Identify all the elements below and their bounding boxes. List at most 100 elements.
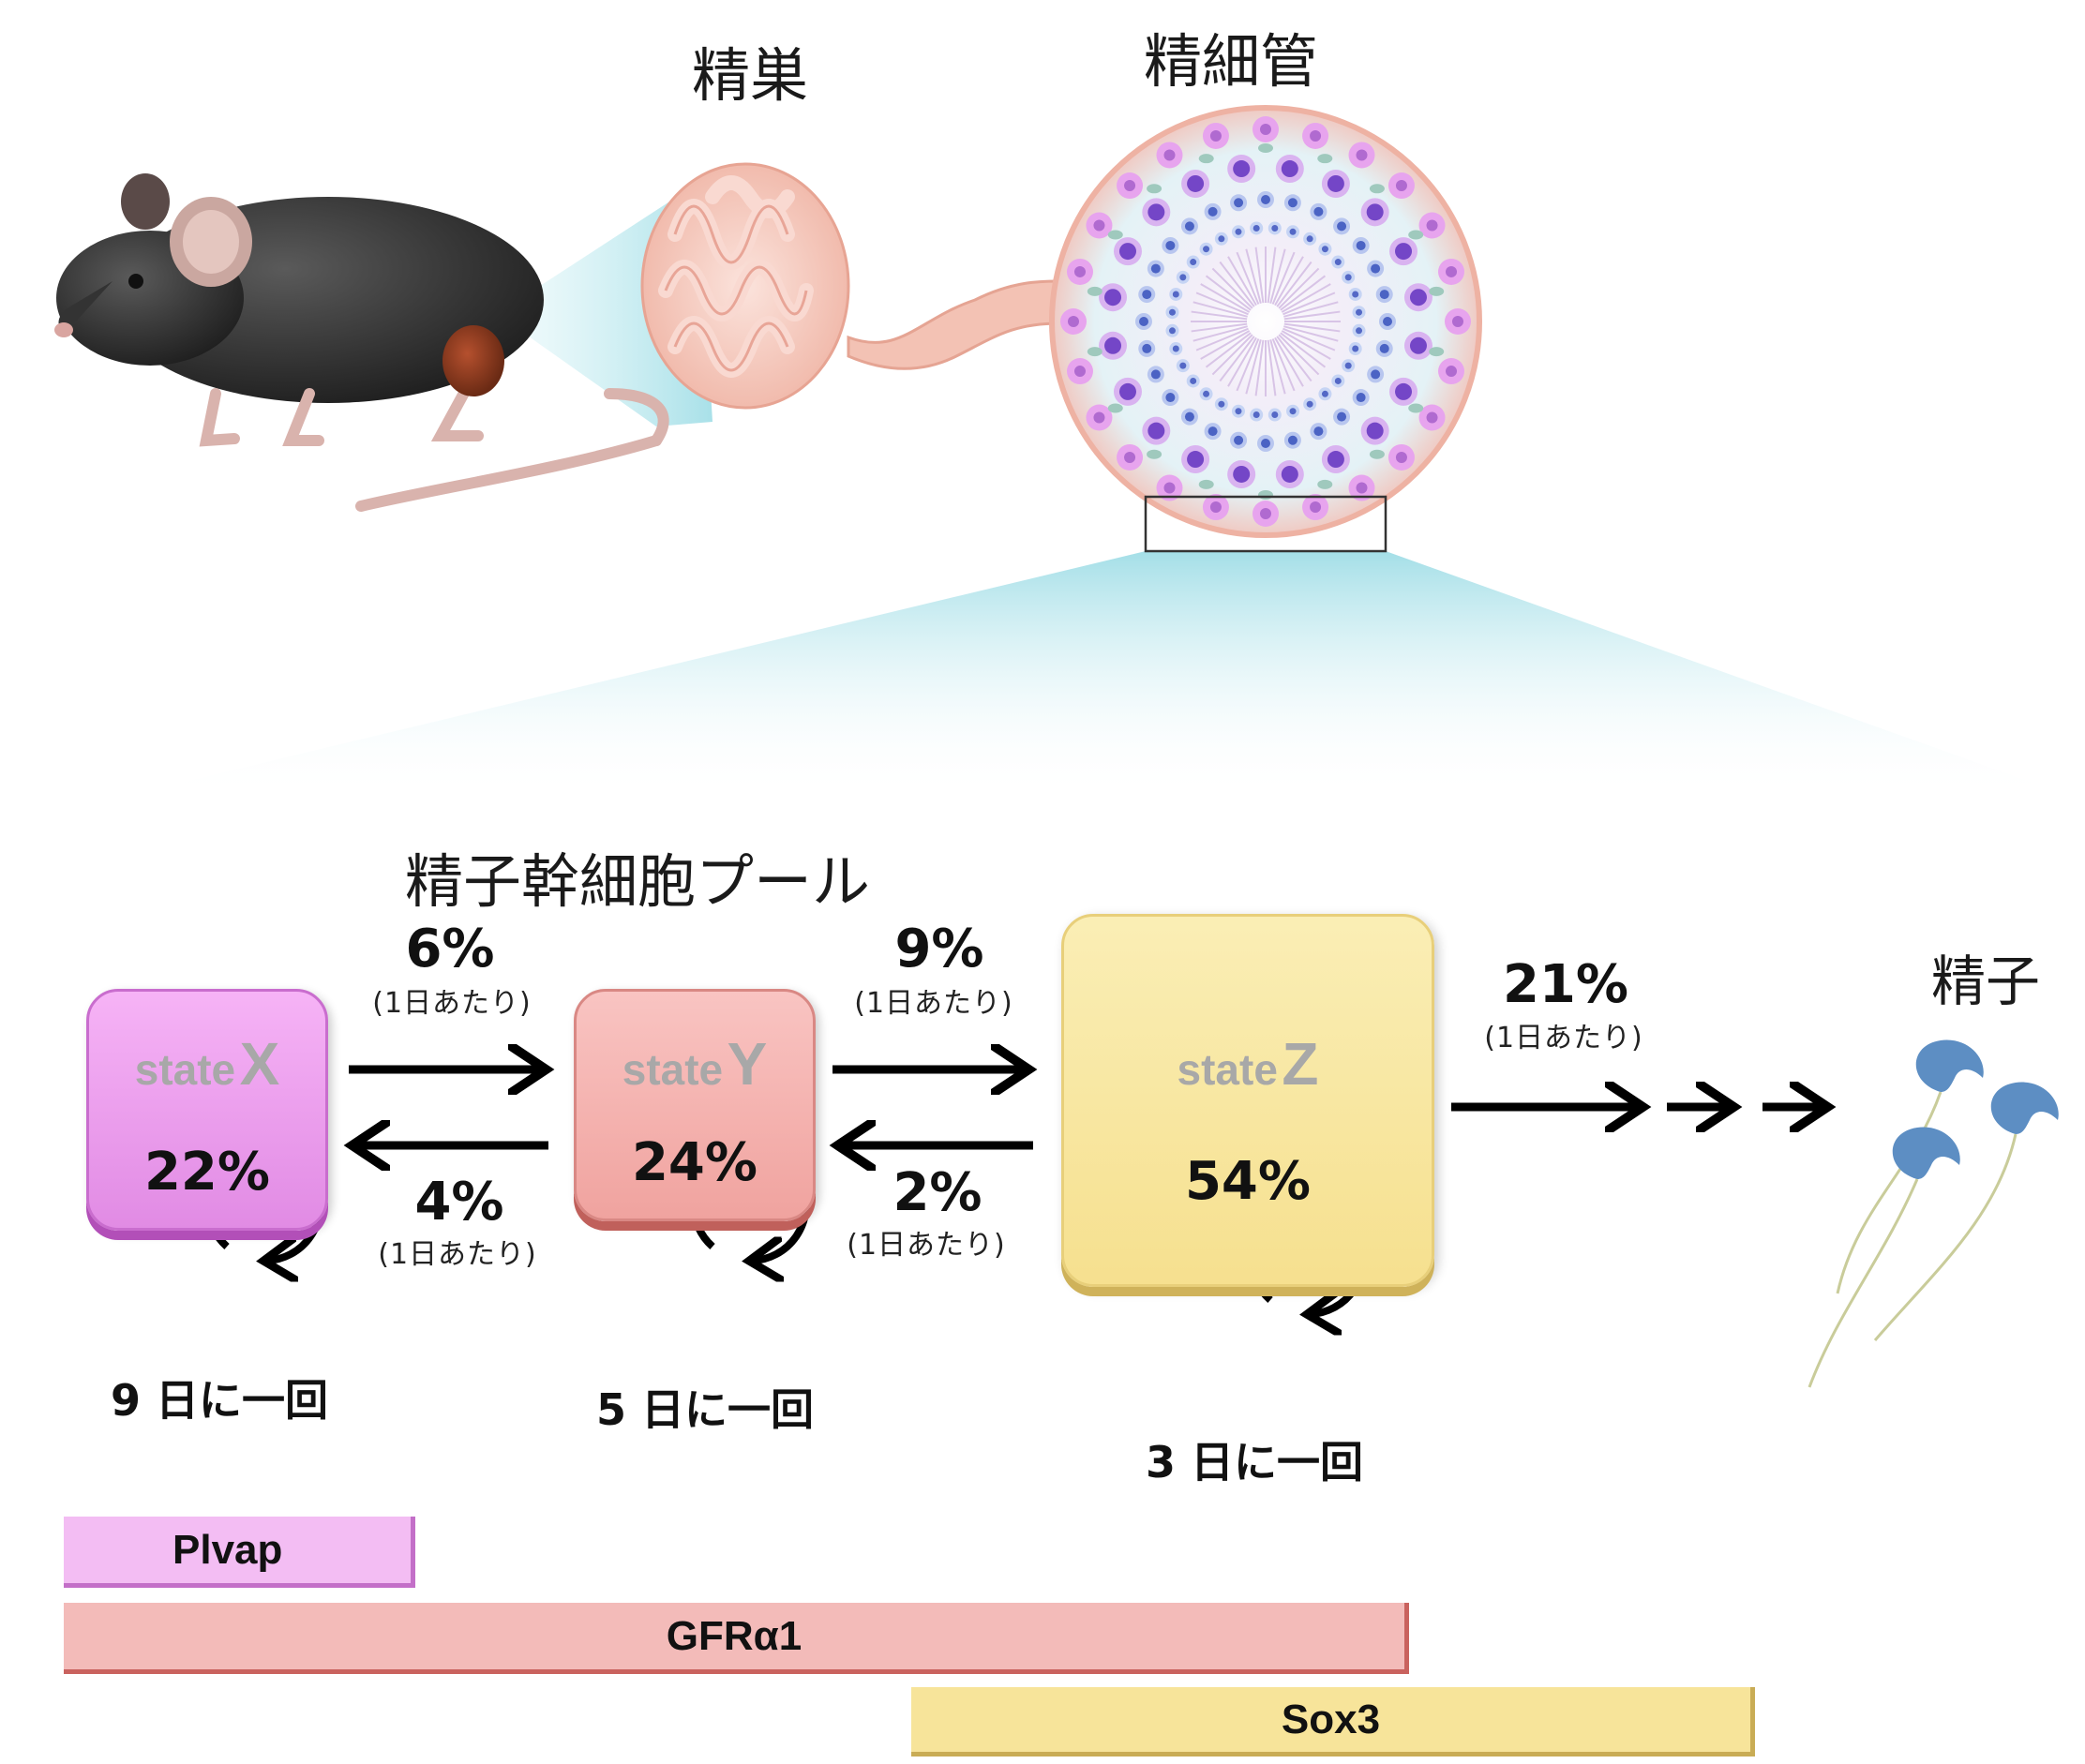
rate-y-to-x: 4% [414,1172,504,1233]
mouse-illustration [54,173,669,512]
sertoli-cell [1107,230,1123,240]
tubule-cell-nucleus [1218,235,1225,243]
tubule-cell-nucleus [1093,411,1105,424]
marker-plvap-label: Plvap [172,1527,283,1573]
tubule-cell-nucleus [1163,149,1176,161]
tubule-cell-nucleus [1313,426,1324,437]
marker-sox3-label: Sox3 [1281,1697,1381,1742]
tubule-cell-nucleus [1235,228,1242,235]
tubule-cell-nucleus [1124,451,1136,463]
sertoli-cell [1258,143,1273,153]
tubule-cell-nucleus [1409,336,1427,354]
zoom-region-box [1144,495,1388,553]
tubule-cell-nucleus [1260,124,1271,135]
note-z-to-sperm: (1日あたり) [1484,1022,1643,1054]
state-z-label: state Z [1177,1030,1319,1098]
label-sperm: 精子 [1931,949,2041,1013]
tubule-cell-nucleus [1261,195,1270,204]
tubule-cell-nucleus [1209,501,1222,514]
label-testis: 精巣 [692,41,809,110]
sertoli-cell [1258,490,1273,500]
tubule-cell-nucleus [1371,369,1381,380]
note-z-to-y: (1日あたり) [847,1229,1006,1262]
tubule-cell-nucleus [1344,274,1352,281]
tubule-cell-nucleus [1142,290,1152,300]
tubule-cell-nucleus [1209,129,1222,142]
tubule-cell-nucleus [1395,243,1413,261]
tubule-cell-nucleus [1379,343,1389,353]
tubule-cell-nucleus [1172,291,1179,298]
tubule-cell-nucleus [1073,366,1086,378]
tubule-cell-nucleus [1446,366,1458,378]
tubule-cell-nucleus [1184,221,1194,232]
note-x-to-y: (1日あたり) [372,987,532,1020]
tubule-cell-nucleus [1426,411,1438,424]
tubule-cell-nucleus [1252,411,1260,419]
tubule-cell-nucleus [1409,289,1427,306]
note-y-to-z: (1日あたり) [854,987,1013,1020]
tubule-cell-nucleus [1356,327,1363,335]
tubule-cell-nucleus [1446,265,1458,277]
tubule-cell-nucleus [1289,228,1297,235]
tubule-cell-nucleus [1190,259,1197,266]
tubule-cell-nucleus [1118,243,1136,261]
tubule-cell-nucleus [1187,174,1205,192]
tubule-cell-nucleus [1139,317,1148,326]
tubule-cell-nucleus [1179,274,1187,281]
tubule-cell-nucleus [1104,289,1122,306]
tubule-cell-nucleus [1395,382,1413,400]
tubule-cell-nucleus [1352,345,1359,352]
tubule-cell-nucleus [1234,435,1244,445]
tubule-cell-nucleus [1356,482,1368,494]
state-y-percent: 24% [631,1132,758,1193]
sertoli-cell [1408,403,1424,413]
label-stem-cell-pool: 精子幹細胞プール [405,847,871,916]
tubule-cell-nucleus [1150,369,1161,380]
sertoli-cell [1147,184,1162,194]
tubule-cell-nucleus [1261,439,1270,448]
tubule-cell-nucleus [1306,400,1313,408]
rate-z-to-sperm: 21% [1502,954,1629,1015]
tubule-cell-nucleus [1218,400,1225,408]
tubule-cell-nucleus [1306,235,1313,243]
tubule-cell-nucleus [1093,219,1105,232]
tubule-cell-nucleus [1203,246,1210,253]
tubule-cell-nucleus [1289,408,1297,415]
sertoli-cell [1107,403,1123,413]
cycle-z: 3 日に一回 [1146,1437,1364,1487]
tubule-cell-nucleus [1165,393,1176,403]
tubule-cell-nucleus [1190,377,1197,384]
rate-y-to-z: 9% [894,919,984,979]
state-z-percent: 54% [1184,1151,1312,1212]
sertoli-cell [1198,479,1214,489]
tubule-cell-nucleus [1208,426,1218,437]
tubule-cell-nucleus [1371,263,1381,274]
testis-illustration [640,162,850,410]
state-x-percent: 22% [143,1142,271,1203]
tubule-cell-nucleus [1234,198,1244,208]
tubule-cell-nucleus [1321,390,1328,397]
sertoli-cell [1087,347,1102,357]
marker-bar-plvap: Plvap [64,1517,415,1588]
state-x-box: state X 22% [86,989,328,1231]
tubule-cell-nucleus [1208,206,1218,217]
state-x-label: state X [134,1030,280,1098]
sperm-cells-illustration [1808,1039,2059,1388]
tubule-cell-nucleus [1327,451,1344,469]
tubule-cell-nucleus [1334,259,1342,266]
tubule-connector [847,279,1061,370]
tubule-cell-nucleus [1395,180,1407,192]
state-z-box: state Z 54% [1061,914,1434,1287]
rate-x-to-y: 6% [405,919,495,979]
tubule-cell-nucleus [1356,308,1363,316]
sertoli-cell [1429,286,1445,296]
tubule-cell-nucleus [1073,265,1086,277]
state-y-box: state Y 24% [574,989,816,1221]
sertoli-cell [1408,230,1424,240]
tubule-cell-nucleus [1426,219,1438,232]
tubule-cell-nucleus [1356,149,1368,161]
tubule-cell-nucleus [1271,411,1279,419]
tubule-cell-nucleus [1310,129,1322,142]
tubule-cell-nucleus [1310,501,1322,514]
